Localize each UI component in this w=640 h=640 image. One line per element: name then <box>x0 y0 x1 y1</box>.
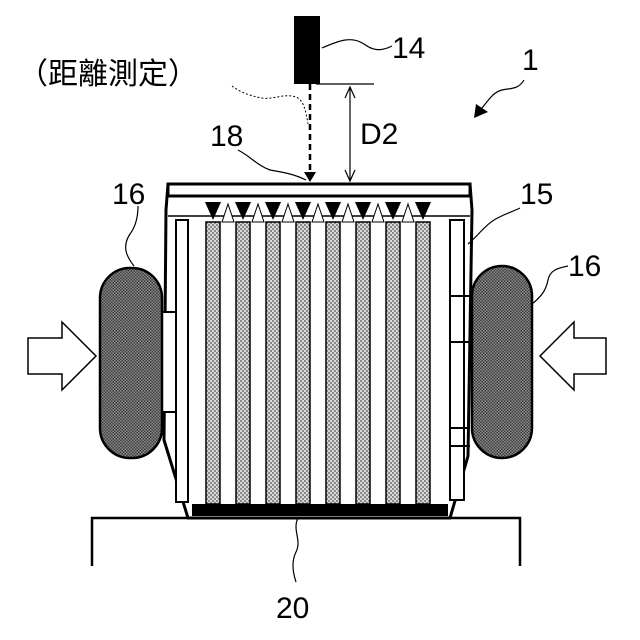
left-side-plate <box>176 220 188 502</box>
right-side-plate <box>450 220 464 500</box>
bottom-plate <box>192 504 448 516</box>
press-arrow-left <box>28 322 96 390</box>
press-arrow-right <box>540 322 606 390</box>
clamp-left <box>100 268 162 458</box>
distance-sensor <box>294 16 320 84</box>
leader-20 <box>293 518 298 582</box>
cell-1 <box>206 222 220 504</box>
label-14: 14 <box>392 32 425 65</box>
label-20: 20 <box>276 592 309 625</box>
cell-6 <box>356 222 370 504</box>
cell-5 <box>326 222 340 504</box>
label-15: 15 <box>520 178 553 211</box>
cell-2 <box>236 222 250 504</box>
top-plate <box>168 184 470 196</box>
leader-measurement <box>232 86 308 124</box>
leader-15 <box>468 208 520 244</box>
leader-1 <box>482 80 524 108</box>
cell-4 <box>296 222 310 504</box>
cell-7 <box>386 222 400 504</box>
label-measurement: （距離測定） <box>18 57 198 92</box>
cell-8 <box>416 222 430 504</box>
leader-18 <box>238 150 306 180</box>
label-18: 18 <box>210 120 243 153</box>
leader-14 <box>322 40 392 50</box>
base-table <box>92 518 520 566</box>
leader-16-left <box>126 206 138 266</box>
label-d2: D2 <box>360 118 398 151</box>
label-16-right: 16 <box>568 250 601 283</box>
label-16-left: 16 <box>112 178 145 211</box>
clamp-right <box>472 266 532 458</box>
label-1: 1 <box>522 44 539 77</box>
left-spacer <box>162 312 176 412</box>
leader-16-right <box>532 266 568 304</box>
cell-3 <box>266 222 280 504</box>
